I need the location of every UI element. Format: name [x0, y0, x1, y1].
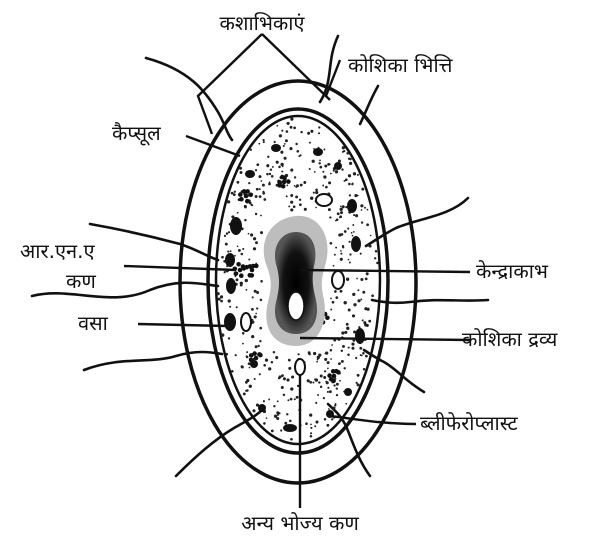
label-fat: वसा [78, 311, 109, 335]
fat-droplet [230, 217, 242, 235]
label-nucleoid: केन्द्राकाभ [476, 259, 549, 283]
rna-granule [252, 351, 257, 356]
food-granule [316, 194, 332, 206]
label-rna-line1: आर.एन.ए [20, 239, 95, 263]
fat-droplet [313, 148, 323, 156]
fat-droplet [355, 328, 365, 344]
fat-droplet [225, 253, 235, 267]
rna-granule [239, 273, 244, 278]
flagellum [84, 352, 222, 370]
rna-granule [238, 192, 243, 197]
label-rna-line2: कण [66, 269, 96, 293]
rna-granule [282, 175, 287, 180]
rna-granule [327, 373, 332, 378]
label-blepharoplast: ब्लीफेरोप्लास्ट [420, 411, 518, 435]
rna-granule [234, 271, 239, 276]
leader-cytoplasm [300, 338, 470, 340]
fat-droplet [271, 144, 281, 152]
leader-nucleoid [300, 270, 470, 272]
fat-droplet [351, 236, 361, 252]
rna-granule [236, 262, 241, 267]
leader-flagella-right [262, 34, 330, 100]
rna-granule [282, 180, 287, 185]
label-flagella: कशाभिकाएं [220, 11, 306, 35]
label-cell-wall: कोशिका भित्ति [348, 53, 454, 77]
rna-granule [253, 361, 258, 366]
fat-droplet [283, 424, 297, 432]
food-granule [332, 271, 344, 289]
rna-granule [258, 353, 263, 358]
rna-granule [242, 266, 247, 271]
rna-granule [254, 264, 259, 269]
flagellum [360, 86, 378, 124]
fat-droplet [245, 170, 255, 178]
rna-granule [336, 370, 341, 375]
rna-granule [249, 193, 254, 198]
rna-granule [249, 358, 254, 363]
rna-granule [244, 194, 249, 199]
fat-droplet [224, 313, 236, 331]
rna-granule [248, 273, 253, 278]
rna-granule [245, 199, 250, 204]
rna-granule [277, 180, 282, 185]
fat-droplet [334, 162, 342, 170]
fat-droplet [226, 278, 236, 294]
rna-granule [239, 197, 244, 202]
label-food-granules: अन्य भोज्य कण [241, 511, 359, 535]
leader-fat [138, 324, 228, 326]
flagellum [90, 224, 218, 260]
label-capsule: कैप्सूल [112, 121, 161, 146]
food-granule [295, 359, 305, 375]
fat-droplet [344, 388, 352, 396]
rna-granule [286, 179, 291, 184]
rna-granule [245, 189, 250, 194]
fat-droplet [347, 199, 357, 213]
flagella-long-left [32, 283, 218, 298]
rna-granule [254, 356, 259, 361]
food-granule [241, 313, 251, 331]
fat-droplet [258, 404, 266, 412]
label-cytoplasm: कोशिका द्रव्य [462, 327, 558, 351]
rna-granule [325, 316, 330, 321]
nucleoid [264, 216, 328, 346]
flagellum [372, 300, 488, 303]
